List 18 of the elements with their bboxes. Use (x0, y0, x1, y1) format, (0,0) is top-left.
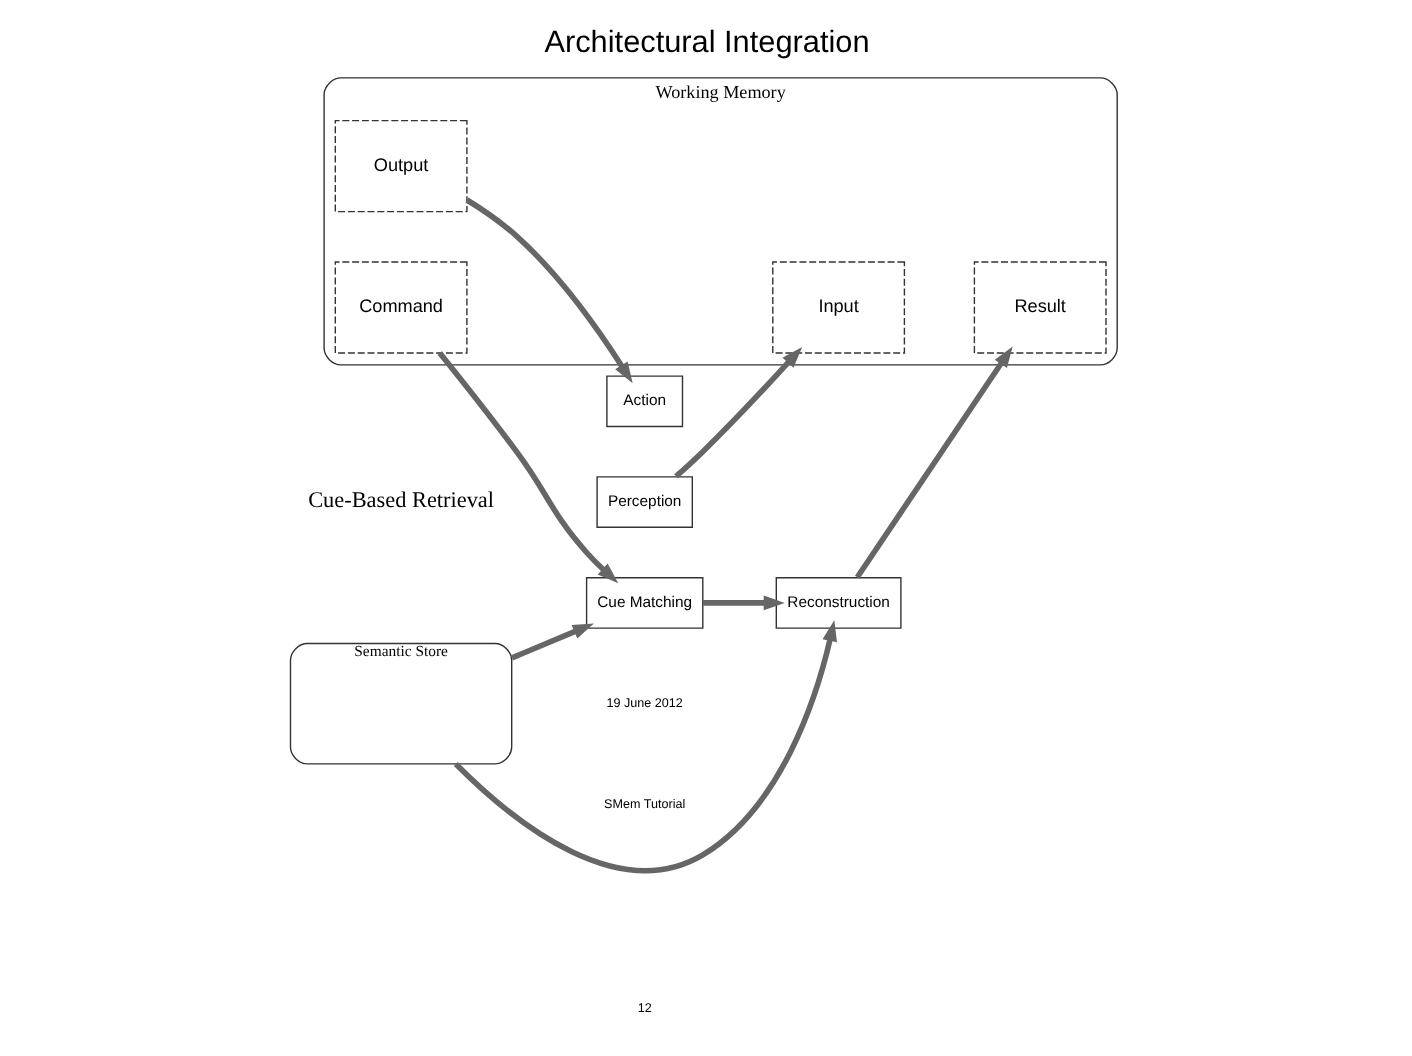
node-box: Action (605, 375, 683, 428)
arrow (853, 346, 1012, 579)
node-box: Output (333, 119, 467, 213)
node-box: Result (972, 261, 1106, 354)
label: Cue-Based Retrieval (307, 489, 493, 514)
node-box: Semantic Store (288, 642, 512, 765)
arrow (509, 623, 593, 661)
diagram-title: Architectural Integration (543, 26, 869, 61)
node-box: Command (333, 261, 467, 354)
arrow (436, 351, 618, 584)
node-box: Input (771, 261, 905, 354)
arrow (452, 620, 836, 874)
arrow (673, 347, 802, 479)
node-box: Cue Matching (584, 577, 703, 629)
arrow (701, 595, 784, 611)
node-box: Perception (595, 476, 692, 528)
node-box: Reconstruction (774, 577, 901, 629)
arrow (464, 197, 632, 384)
